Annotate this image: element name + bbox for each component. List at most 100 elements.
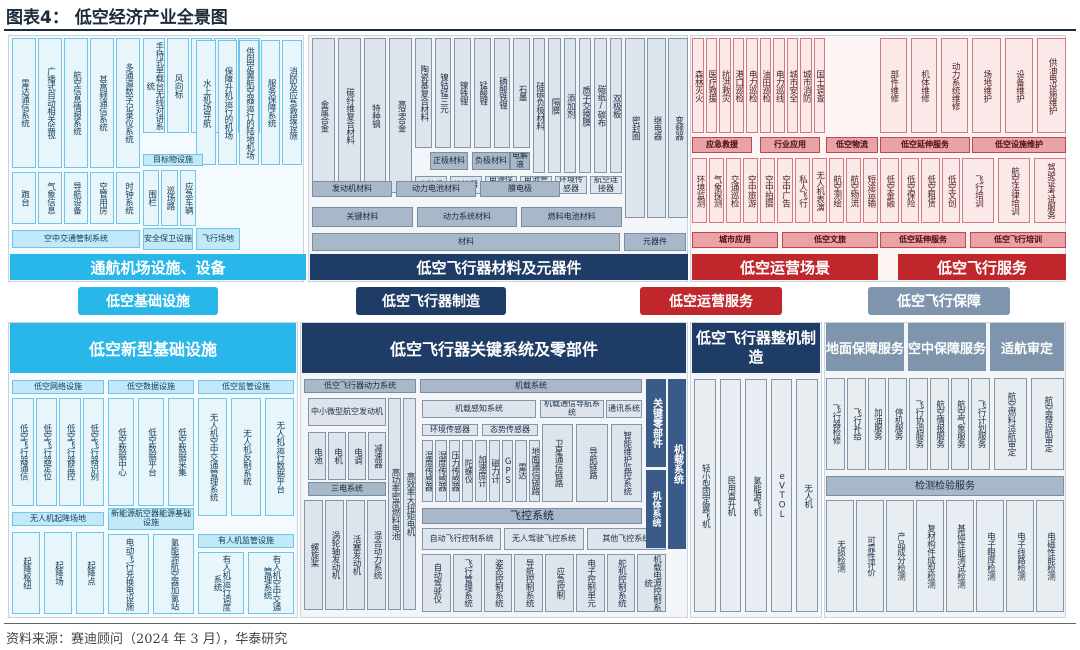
mfg-cell: 镍铁锂 xyxy=(454,38,471,148)
mfg-cell: 特种钢 xyxy=(363,38,387,193)
infra-small-cell: 空管用房 xyxy=(90,172,114,224)
guard-item: 飞行补给 xyxy=(846,378,866,470)
infra-cell: 供固定翼航空器运行的陆地机场 xyxy=(239,40,259,165)
infra-group-title: 低空监管设施 xyxy=(198,380,294,394)
infra-item: 起降枢纽 xyxy=(12,532,40,614)
mfg-flight-title: 飞控系统 xyxy=(422,508,642,524)
mfg-cell: 变频器 xyxy=(668,38,688,218)
guard-test-item: 电子眼厚检测 xyxy=(976,500,1004,612)
guard-item: 航空器适航审定 xyxy=(1031,378,1064,470)
mfg-flight-item: 自动驾驶仪 xyxy=(422,554,451,612)
mfg-sub-label: 材料 xyxy=(312,233,620,251)
mfg-sub-label: 动力系统材料 xyxy=(416,207,518,227)
whole-header: 低空飞行器整机制造 xyxy=(692,323,820,373)
svc-group-label: 低空延伸服务 xyxy=(880,137,970,153)
infra-cell: 广播式自动相关监视 xyxy=(38,38,62,168)
ops-banner: 低空运营场景 xyxy=(692,254,878,280)
mfg-power-item: 高效率大扭矩电机 xyxy=(403,398,416,610)
infra-small-cell: 应急车辆 xyxy=(179,170,196,226)
mfg-power-item: 电调 xyxy=(348,432,366,480)
svc-cell: 飞行培训 xyxy=(962,158,994,223)
mfg-sub-label: 动力电池材料 xyxy=(396,181,476,197)
svc-cell: 部件维修 xyxy=(880,38,907,133)
mfg-sub-label: 膜电极 xyxy=(480,181,560,197)
guard-test-item: 电子线路检测 xyxy=(1006,500,1034,612)
svc-cell: 驾驶证考试服务 xyxy=(1034,158,1066,223)
infra-cell: 风向标 xyxy=(166,38,189,133)
mfg-flight-item: 姿态控制系统 xyxy=(483,554,513,612)
infra-small-cell: 气象信息 xyxy=(38,172,62,224)
svc-cell: 机体维修 xyxy=(910,38,938,133)
mfg-sub-label: 燃料电池材料 xyxy=(521,207,622,227)
infra-bottom-header: 低空新型基础设施 xyxy=(10,323,296,373)
mfg-avionics-item: 机载感知系统 xyxy=(422,400,536,418)
infra-group-label: 空中交通管制系统 xyxy=(12,230,140,248)
guard-test-title: 检测检验服务 xyxy=(826,476,1064,496)
ops-cell: 港口巡检 xyxy=(732,38,744,133)
mfg-avionics-item: 通讯系统 xyxy=(606,400,642,418)
mfg-sub-label: 元器件 xyxy=(624,233,686,251)
ops-cell: 环境监测 xyxy=(692,158,708,223)
mfg-avionics-item: 磁力计 xyxy=(488,440,500,502)
mfg-avionics-item: 环境传感器 xyxy=(422,424,478,436)
infra-cell: 保障升机运行的机场 xyxy=(217,40,238,165)
figure-title: 图表4： 低空经济产业全景图 xyxy=(6,8,228,28)
guard-cat: 地面保障服务 xyxy=(826,323,904,371)
mfg-side-label: 机载系统 xyxy=(668,379,686,549)
mfg-power-item: 高功率密度燃料电池 xyxy=(388,398,401,610)
mfg-banner: 低空飞行器材料及元器件 xyxy=(310,254,688,280)
mfg-cell: 锰酸锂 xyxy=(474,38,491,148)
whole-item: 无人机 xyxy=(796,379,818,612)
mfg-avionics-item: 湿度传感器 xyxy=(435,440,447,502)
mfg-sub-label: 正极材料 xyxy=(430,152,468,170)
ops-cell: 航空物流 xyxy=(845,158,861,223)
infra-item: 低空数据采集 xyxy=(168,398,194,506)
svc-cell: 低空金融 xyxy=(880,158,899,223)
mfg-cell: 隔膜 xyxy=(548,38,561,173)
svc-banner: 低空飞行服务 xyxy=(898,254,1066,280)
guard-cat: 空中保障服务 xyxy=(908,323,986,371)
infra-cell: 雷达通信系统 xyxy=(12,38,36,168)
ops-cell: 国土调查 xyxy=(813,38,825,133)
infra-cell: 甚高频通信系统 xyxy=(90,38,114,168)
infra-small-cell: 导航设备 xyxy=(64,172,88,224)
infra-item: 电动飞行充换电设施 xyxy=(108,534,149,614)
svc-cell: 设备维护 xyxy=(1004,38,1034,133)
svc-cell: 动力系统维修 xyxy=(941,38,968,133)
mfg-cell: 继电器 xyxy=(646,38,667,218)
mfg-sub-label: 负极材料 xyxy=(472,152,510,170)
mfg-cell: 硅碳负极材料 xyxy=(533,38,546,173)
mfg-cell: 碳纸/碳布 xyxy=(594,38,607,173)
infra-item: 氢能源航空器加氢站 xyxy=(153,534,194,614)
infra-cell: 航空信息情报系统 xyxy=(64,38,88,168)
infra-small-cell: 跑台 xyxy=(12,172,36,224)
infra-cell: 水上机场导航 xyxy=(196,40,216,165)
ops-cell: 空中拍摄 xyxy=(760,158,776,223)
ops-cell: 交通巡检 xyxy=(726,158,742,223)
ops-group-label: 低空文旅 xyxy=(782,232,878,248)
mfg-flight-group: 无人驾驶飞控系统 xyxy=(504,528,584,550)
infra-small-cell: 围栏 xyxy=(143,170,160,226)
infra-cell: 手持式单载台无线对讲系统 xyxy=(143,38,165,133)
ops-cell: 城市安全 xyxy=(786,38,798,133)
infra-item: 无人机反制系统 xyxy=(231,398,261,516)
mfg-cell: 石墨 xyxy=(513,38,530,148)
mid-button-mfg: 低空飞行器制造 xyxy=(356,287,506,315)
ops-cell: 电力巡线 xyxy=(773,38,785,133)
guard-item: 航空燃料适航审定 xyxy=(994,378,1027,470)
mfg-avionics-item: GPS xyxy=(502,440,514,502)
mfg-avionics-item: 导航链路 xyxy=(576,424,608,502)
svc-cell: 低空保险 xyxy=(900,158,919,223)
infra-group-label: 目标物设施 xyxy=(143,154,203,166)
whole-item: 轻小型固定翼飞机 xyxy=(694,379,716,612)
guard-test-item: 产品成分检测 xyxy=(886,500,914,612)
mfg-power-item: 螺旋桨 xyxy=(304,500,323,610)
mfg-cell: 碳纤维复合材料 xyxy=(337,38,361,193)
infra-item: 无人机运行数据平台 xyxy=(264,398,294,516)
mfg-flight-item: 应急控制 xyxy=(545,554,574,612)
guard-cat: 适航审定 xyxy=(990,323,1064,371)
ops-cell: 电力巡检 xyxy=(746,38,758,133)
infra-item: 低空数据中心 xyxy=(108,398,134,506)
mfg-flight-item: 机载电源控制系统 xyxy=(637,554,666,612)
mfg-cell: 高温合金 xyxy=(389,38,412,193)
